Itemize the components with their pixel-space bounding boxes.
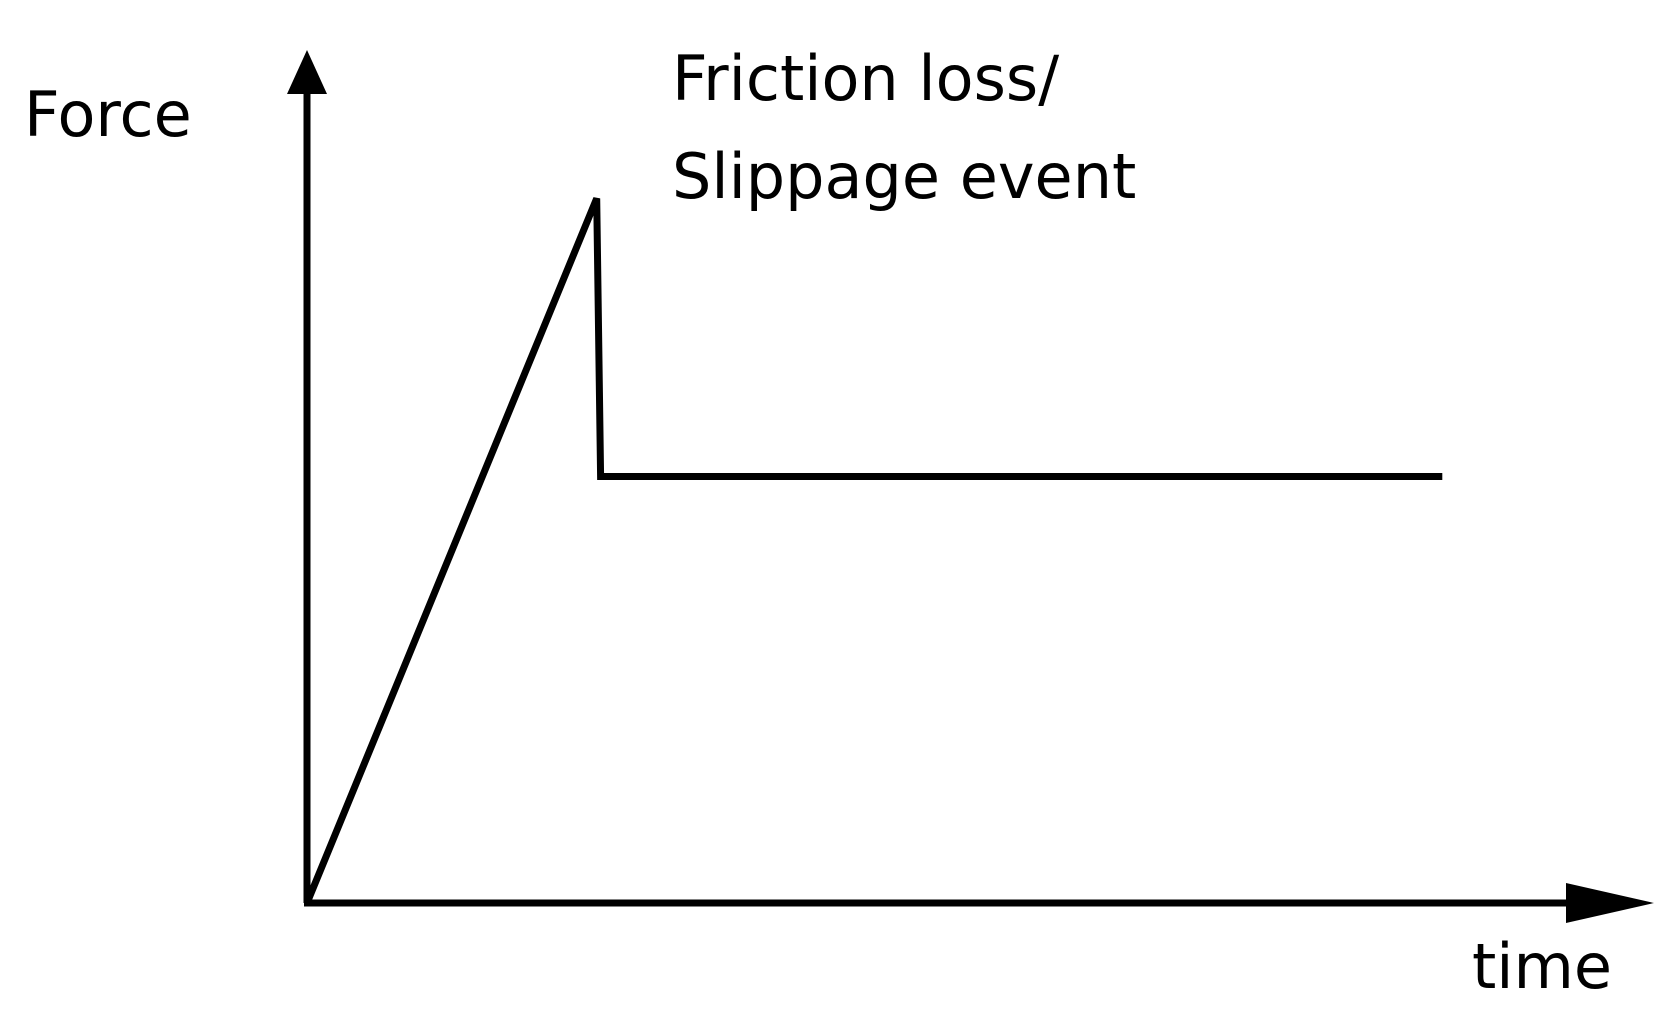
x-axis-label: time [1472,930,1613,1003]
annotation-line-2: Slippage event [672,140,1137,213]
y-axis-label: Force [24,78,192,151]
slippage-annotation: Friction loss/ Slippage event [672,30,1136,226]
force-series-line-0 [303,197,1443,905]
annotation-line-1: Friction loss/ [672,42,1060,115]
y-axis-arrowhead [287,50,327,94]
x-axis-arrowhead [1566,883,1654,923]
